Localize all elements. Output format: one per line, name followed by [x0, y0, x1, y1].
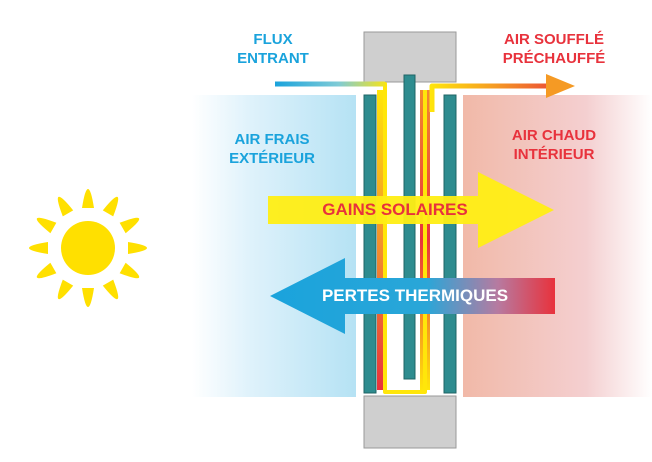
arrow-left-icon	[270, 258, 555, 334]
frame-bottom	[363, 395, 457, 449]
warm-inside-air-label-line1: AIR CHAUD	[511, 127, 597, 144]
outgoing-flow-line	[429, 83, 548, 112]
warm-air-zone	[463, 95, 652, 397]
glass-pane-outer	[363, 94, 377, 394]
fresh-outside-air-label-line2: EXTÉRIEUR	[229, 150, 315, 167]
glass-pane-inner	[443, 94, 457, 394]
preheated-air-label: AIR SOUFFLÉ PRÉCHAUFFÉ	[486, 30, 622, 68]
warm-inside-air-label-line2: INTÉRIEUR	[513, 146, 595, 163]
cold-air-zone	[192, 95, 356, 397]
airflow-arrow-icon	[546, 74, 575, 98]
glass-pane-middle	[403, 74, 416, 380]
air-gap-left	[377, 90, 387, 390]
preheated-air-label-line2: PRÉCHAUFFÉ	[502, 50, 606, 67]
fresh-outside-air-label: AIR FRAIS EXTÉRIEUR	[212, 130, 332, 168]
incoming-flow-label-line1: FLUX	[253, 31, 293, 48]
preheated-air-label-line1: AIR SOUFFLÉ	[504, 31, 604, 48]
warm-inside-air-label: AIR CHAUD INTÉRIEUR	[494, 126, 614, 164]
solar-gain-label: GAINS SOLAIRES	[322, 200, 468, 219]
incoming-flow-label: FLUX ENTRANT	[218, 30, 328, 68]
incoming-flow-label-line2: ENTRANT	[237, 50, 309, 67]
fresh-outside-air-label-line1: AIR FRAIS	[234, 131, 310, 148]
arrow-right-icon	[268, 172, 554, 248]
heat-loss-label: PERTES THERMIQUES	[321, 286, 509, 305]
sun-icon	[29, 189, 147, 307]
